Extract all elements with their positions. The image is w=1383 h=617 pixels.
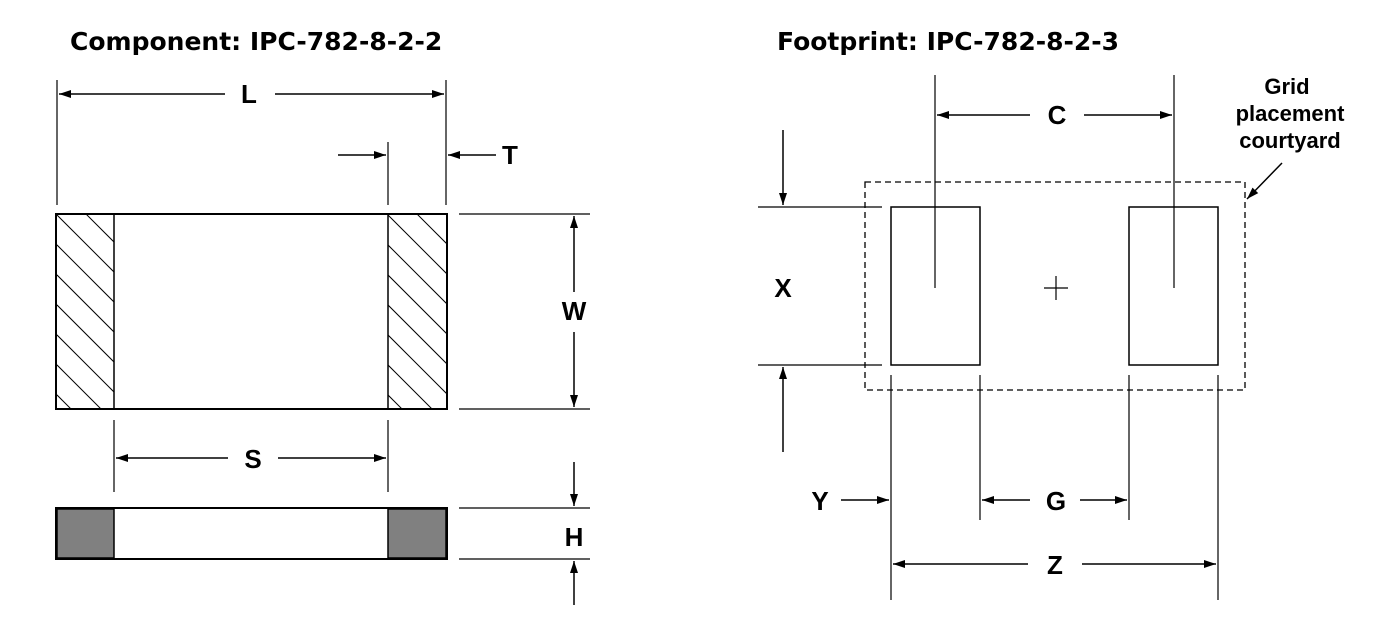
dimension-h: H: [459, 462, 590, 605]
label-z: Z: [1047, 550, 1063, 580]
dimension-x: X: [758, 130, 882, 452]
terminal-left-side: [56, 508, 115, 559]
component-body-top: [55, 213, 448, 410]
label-t: T: [502, 140, 518, 170]
footprint-title: Footprint: IPC-782-8-2-3: [777, 27, 1119, 56]
label-y: Y: [811, 486, 828, 516]
label-g: G: [1046, 486, 1066, 516]
courtyard-note-line1: Grid: [1264, 74, 1309, 99]
terminal-hatch-left: [57, 215, 114, 408]
terminal-right-side: [387, 508, 447, 559]
courtyard-note-line2: placement: [1236, 101, 1345, 126]
label-x: X: [774, 273, 792, 303]
dimension-t: T: [338, 140, 518, 170]
dimension-g: G: [982, 486, 1127, 516]
label-l: L: [241, 79, 257, 109]
placement-courtyard: [864, 181, 1246, 391]
dimension-l: L: [59, 79, 444, 109]
dimension-w: W: [459, 213, 590, 410]
component-view: Component: IPC-782-8-2-2 L T: [55, 27, 590, 605]
dimension-c: C: [937, 100, 1172, 130]
footprint-view: Footprint: IPC-782-8-2-3 Grid placement …: [758, 27, 1345, 600]
dimension-z: Z: [893, 550, 1216, 580]
component-title: Component: IPC-782-8-2-2: [70, 27, 442, 56]
label-s: S: [244, 444, 261, 474]
label-c: C: [1048, 100, 1067, 130]
dimension-s: S: [113, 420, 389, 492]
dimension-y: Y: [811, 486, 889, 516]
terminal-hatch-right: [388, 215, 446, 408]
label-w: W: [562, 296, 587, 326]
component-side-view: [55, 507, 448, 560]
courtyard-note-line3: courtyard: [1239, 128, 1340, 153]
courtyard-note: Grid placement courtyard: [1236, 74, 1345, 200]
center-cross: [1044, 276, 1068, 300]
label-h: H: [565, 522, 584, 552]
